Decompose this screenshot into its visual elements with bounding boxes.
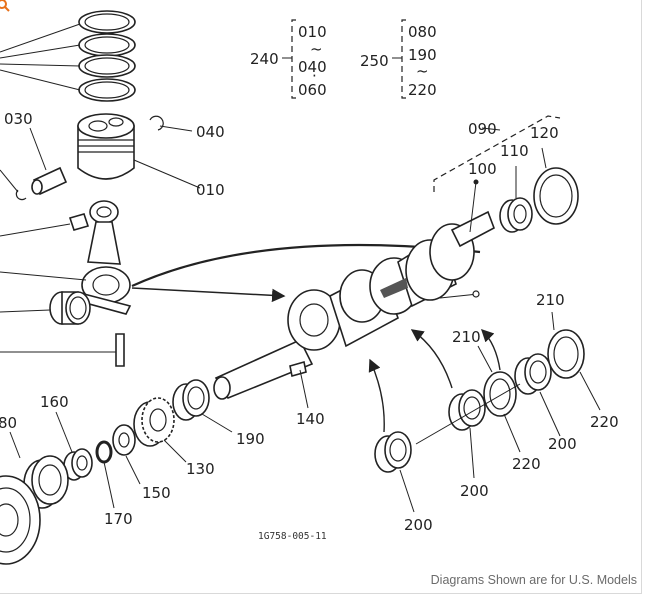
callout-220-left: 220 xyxy=(512,455,541,473)
legend-250-label: 250 xyxy=(360,52,389,70)
diagram-reference-code: 1G758-005-11 xyxy=(258,531,327,542)
circlip-040 xyxy=(149,115,193,132)
callout-150: 150 xyxy=(142,484,171,502)
main-bearing-200-mid xyxy=(410,329,486,479)
callout-010: 010 xyxy=(196,181,225,199)
group-bracket-090 xyxy=(433,115,561,192)
diagram-frame: 030 040 010 090 120 110 100 210 210 220 … xyxy=(0,0,642,594)
legend-250-value-3: 220 xyxy=(408,81,437,99)
callout-210-right: 210 xyxy=(536,291,565,309)
callout-200-mid: 200 xyxy=(460,482,489,500)
crank-gear-130 xyxy=(133,397,187,463)
main-bearing-200-right xyxy=(514,353,561,437)
callout-200-left: 200 xyxy=(404,516,433,534)
footer-note: Diagrams Shown are for U.S. Models xyxy=(430,573,637,587)
legend-240-value-2: 040 xyxy=(298,58,327,76)
legend-250-value-1: 080 xyxy=(408,23,437,41)
thrust-washer-210-right xyxy=(547,311,601,411)
legend-240-label: 240 xyxy=(250,50,279,68)
legend-240-tilde: ~ xyxy=(310,40,323,58)
oil-seal-120 xyxy=(533,147,579,225)
main-bearing-200-left xyxy=(368,329,521,513)
callout-130: 130 xyxy=(186,460,215,478)
callout-190: 190 xyxy=(236,430,265,448)
callout-040: 040 xyxy=(196,123,225,141)
legend-240-bracket xyxy=(282,19,296,99)
callout-100: 100 xyxy=(468,160,497,178)
piston-pin xyxy=(0,127,68,201)
legend-250-value-2: 190 xyxy=(408,46,437,64)
callout-140: 140 xyxy=(296,410,325,428)
bearing-110 xyxy=(499,166,533,233)
crank-pulley xyxy=(0,475,41,565)
callout-110: 110 xyxy=(500,142,529,160)
legend-240-value-3: 060 xyxy=(298,81,327,99)
connecting-rod xyxy=(0,200,132,367)
piston-rings xyxy=(0,10,136,102)
piston xyxy=(77,113,201,189)
zoom-icon[interactable] xyxy=(0,0,10,12)
collar-160 xyxy=(55,411,93,481)
legend-240-value-1: 010 xyxy=(298,23,327,41)
callout-220-right: 220 xyxy=(590,413,619,431)
legend-250-tilde: ~ xyxy=(416,62,429,80)
callout-160: 160 xyxy=(40,393,69,411)
legend-240-dot: · xyxy=(312,67,317,85)
collar-150 xyxy=(112,424,141,485)
o-ring-170 xyxy=(95,440,115,509)
callout-090: 090 xyxy=(468,120,497,138)
callout-170: 170 xyxy=(104,510,133,528)
callout-200-right: 200 xyxy=(548,435,577,453)
crankshaft xyxy=(213,179,495,409)
callout-120: 120 xyxy=(530,124,559,142)
callout-80: 80 xyxy=(0,414,17,432)
callout-210-left: 210 xyxy=(452,328,481,346)
thrust-washer-210-left xyxy=(477,345,521,453)
legend-250-bracket xyxy=(392,19,406,99)
callout-030: 030 xyxy=(4,110,33,128)
bearing-190 xyxy=(172,379,233,433)
